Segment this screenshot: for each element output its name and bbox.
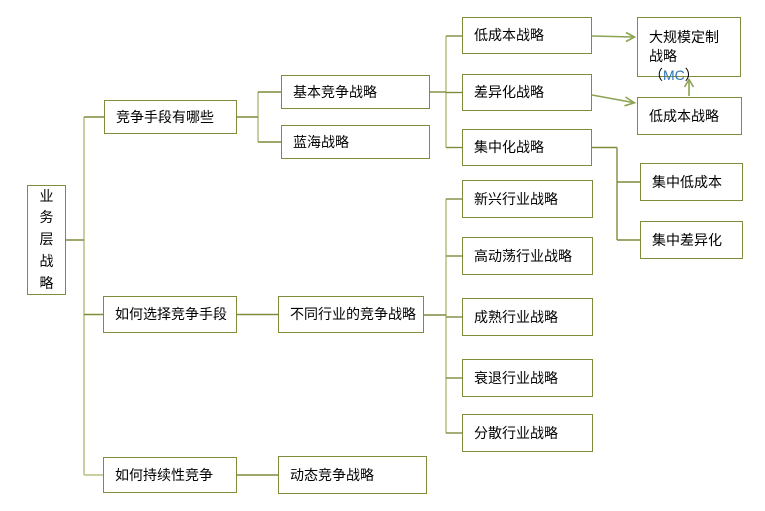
node-business-level-strategy[interactable]: 业务层战略 [27,185,66,295]
node-label: 差异化战略 [474,84,544,101]
node-label: 新兴行业战略 [474,190,558,207]
arrow-lines [591,31,695,107]
node-label: 业务层战略 [39,187,54,291]
node-label-part: 大规模定制战略（ [649,29,719,83]
node-competitive-means[interactable]: 竞争手段有哪些 [104,100,237,134]
node-low-cost-strategy-derived[interactable]: 低成本战略 [637,97,742,135]
node-label: 成熟行业战略 [474,308,558,325]
node-basic-competitive-strategy[interactable]: 基本竞争战略 [281,75,430,109]
node-label: 集中低成本 [652,173,722,190]
node-label-part: ） [684,67,699,83]
node-industry-competitive-strategies[interactable]: 不同行业的竞争战略 [278,296,424,333]
node-blue-ocean-strategy[interactable]: 蓝海战略 [281,125,430,159]
node-focus-strategy[interactable]: 集中化战略 [462,129,592,166]
node-focused-differentiation[interactable]: 集中差异化 [640,221,743,259]
node-label: 基本竞争战略 [293,83,377,100]
node-focused-low-cost[interactable]: 集中低成本 [640,163,743,201]
node-dynamic-competitive-strategy[interactable]: 动态竞争战略 [278,456,427,494]
node-label: 蓝海战略 [293,133,349,150]
node-label: 竞争手段有哪些 [116,108,214,125]
node-label: 衰退行业战略 [474,369,558,386]
node-differentiation-strategy[interactable]: 差异化战略 [462,74,592,111]
node-label: 集中差异化 [652,231,722,248]
branch-lines [65,35,640,476]
node-label: 分散行业战略 [474,424,558,441]
node-label: 低成本战略 [649,107,719,124]
node-label: 如何持续性竞争 [115,466,213,483]
node-declining-industry-strategy[interactable]: 衰退行业战略 [462,359,593,397]
node-emerging-industry-strategy[interactable]: 新兴行业战略 [462,180,593,218]
node-label: 高动荡行业战略 [474,247,572,264]
node-mature-industry-strategy[interactable]: 成熟行业战略 [462,298,593,336]
node-label: 低成本战略 [474,27,544,44]
node-label: 动态竞争战略 [290,466,374,483]
node-sustained-competition[interactable]: 如何持续性竞争 [103,457,237,493]
node-how-to-choose-means[interactable]: 如何选择竞争手段 [103,296,237,333]
node-turbulent-industry-strategy[interactable]: 高动荡行业战略 [462,237,593,275]
node-label-highlight: MC [663,67,685,83]
node-label: 不同行业的竞争战略 [290,306,416,323]
node-fragmented-industry-strategy[interactable]: 分散行业战略 [462,414,593,452]
node-label: 如何选择竞争手段 [115,306,227,323]
node-mass-customization-strategy[interactable]: 大规模定制战略（MC） [637,17,741,83]
node-low-cost-strategy[interactable]: 低成本战略 [462,17,592,54]
node-label: 集中化战略 [474,139,544,156]
